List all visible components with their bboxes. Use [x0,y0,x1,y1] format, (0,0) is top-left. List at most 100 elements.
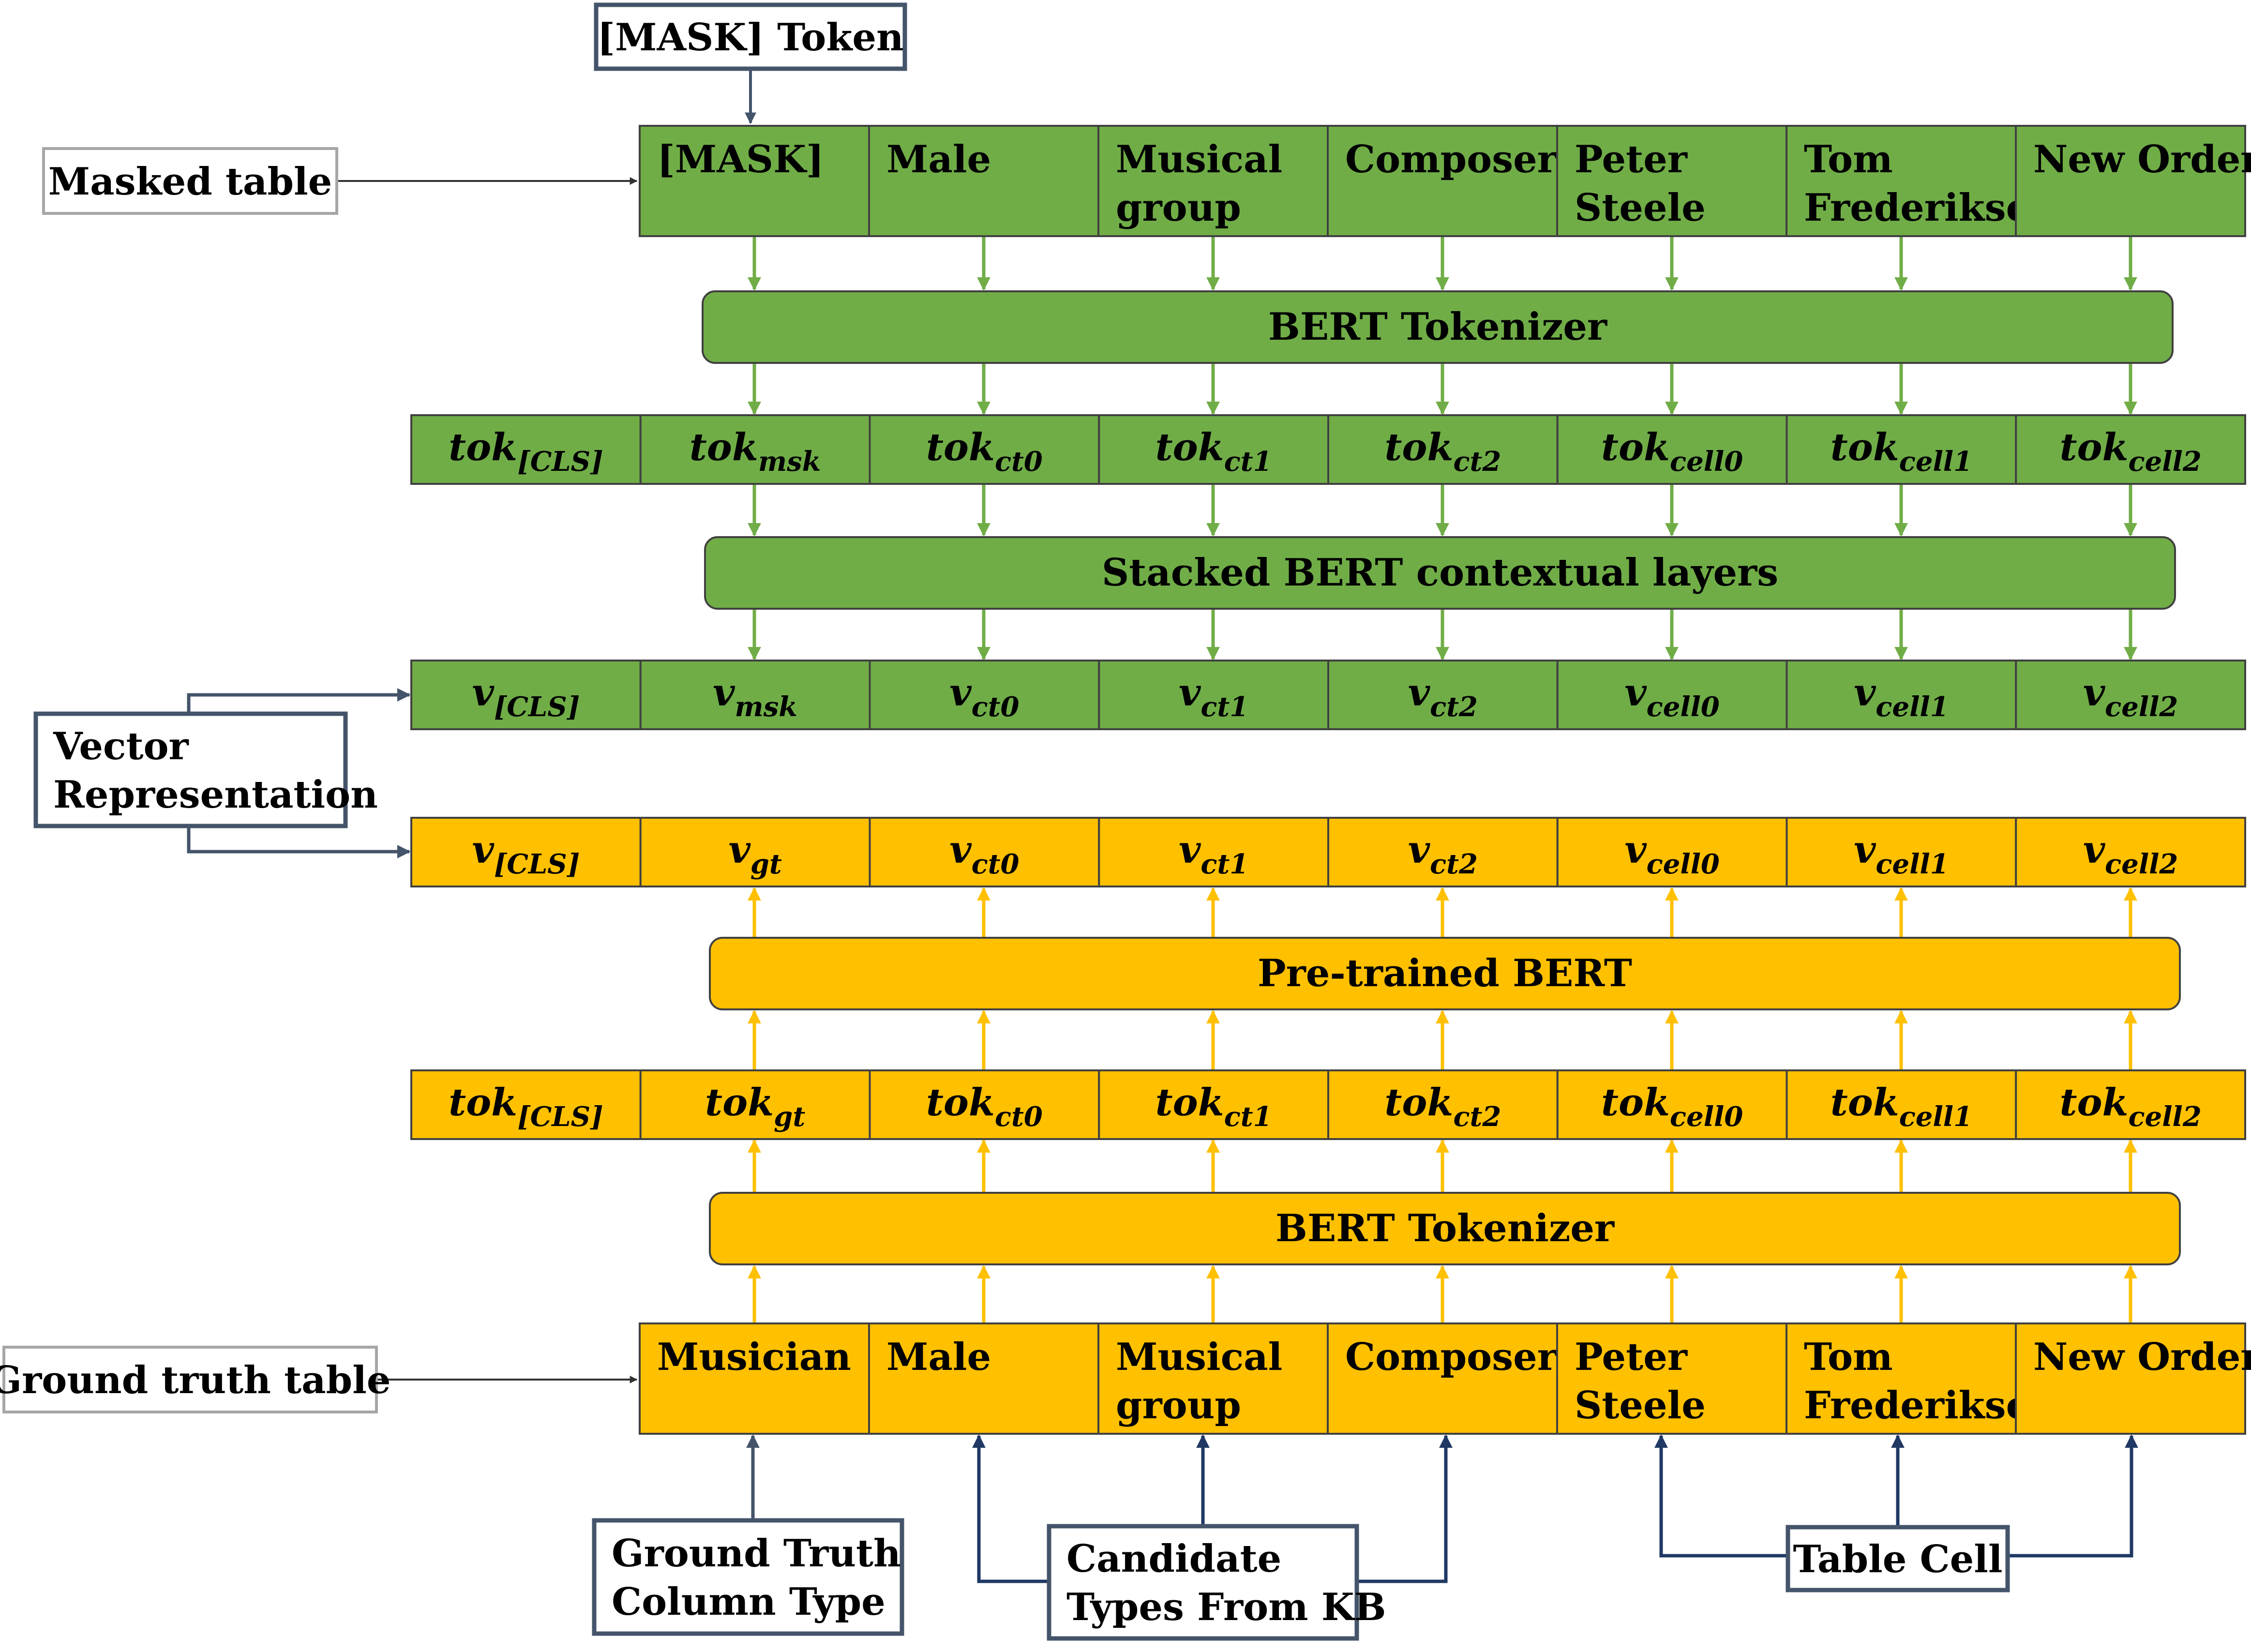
tok-top-row-sub: cell2 [2129,446,2202,478]
tok-bottom-row-cell [1327,1069,1559,1140]
v-bottom-row-base: v [1179,828,1201,872]
candidate-arrow-left [972,1434,1049,1583]
masked-table-cell [2015,125,2246,237]
v-top-row-cell [1098,660,1329,730]
ground-truth-column-type-box-text-line: Ground Truth [612,1532,901,1576]
tok-bottom-row-base: tok [1831,1081,1899,1125]
ground-truth-table-cell-text-line: Composer [1345,1335,1558,1379]
v-top-row-base: v [949,671,972,715]
v-top-row-cell [2015,660,2246,730]
v-bottom-row-cell [1786,817,2017,887]
pretrained-bert-bar [709,937,2181,1010]
table-cell-box [1786,1525,2010,1592]
v-bottom-row-label: vcell1 [1854,828,1949,880]
stacked-bert-bar-label: Stacked BERT contextual layers [1102,551,1778,595]
tok-bottom-row-sub: gt [774,1101,805,1133]
masked-table-cell [639,125,870,237]
bert-tokenizer-top-bar-label: BERT Tokenizer [1268,305,1607,349]
ground-truth-table-cell [868,1322,1099,1435]
ground-truth-column-type-box [592,1518,904,1636]
tok-bottom-row-base: tok [926,1081,995,1125]
tok-bottom-row-label: tokcell2 [2059,1081,2201,1133]
masked-table-cell-text: [MASK] [657,137,824,181]
v-bottom-row-sub: cell1 [1876,848,1949,880]
tok-top-row-base: tok [926,425,995,469]
tok-top-row-base: tok [1384,425,1453,469]
v-bottom-row-label: vgt [728,828,781,880]
v-top-row-cell [1327,660,1559,730]
tok-top-row-cell [1556,414,1788,485]
masked-table-cell-text: New Order [2033,137,2251,181]
ground-truth-table-cell-text-line: Male [886,1335,991,1379]
v-top-row-label: vcell1 [1854,671,1949,723]
vector-representation-box-text-line: Representation [53,773,378,817]
tok-bottom-row-sub: ct0 [995,1101,1043,1133]
ground-truth-table-cell-text: Musician [657,1335,851,1379]
v-bottom-row-label: vct0 [949,828,1019,880]
v-bottom-row-sub: ct0 [972,848,1020,880]
tok-bottom-row-sub: ct2 [1453,1101,1501,1133]
mask-token-box-text: [MASK] Token [597,15,903,60]
v-bottom-row-sub: cell2 [2105,848,2178,880]
connector-arrows [187,69,2138,1583]
v-top-row-base: v [1179,671,1201,715]
masked-table-cell-text-line: group [1116,186,1241,230]
v-top-row-base: v [2083,671,2106,715]
ground-truth-table-cell-text-line: Musical [1116,1335,1282,1379]
masked-table-label [42,147,338,215]
v-bottom-row-sub: cell0 [1647,848,1720,880]
tok-top-row-sub: ct0 [995,446,1043,478]
tok-top-row-base: tok [1156,425,1224,469]
v-bottom-row-cell [1098,817,1329,887]
tok-top-row-sub: [CLS] [517,446,603,478]
v-bottom-row-base: v [728,828,751,872]
masked-table-cell [1327,125,1558,237]
tok-top-row-label: tokct0 [926,425,1043,478]
v-bottom-row-label: v[CLS] [472,828,580,880]
tok-bottom-row-base: tok [449,1081,517,1125]
table-cell-box-text: Table Cell [1793,1537,2002,1581]
tok-bottom-row-label: tokct0 [926,1081,1043,1133]
tok-top-row-base: tok [449,425,517,469]
v-top-row-cell [1556,660,1788,730]
candidate-types-box-text-line: Types From KB [1066,1585,1386,1629]
v-bottom-row-cell [639,817,871,887]
v-bottom-row-cell [410,817,642,887]
v-bottom-row-label: vcell0 [1624,828,1720,880]
candidate-types-box-text-line: Candidate [1066,1537,1281,1581]
tok-bottom-row-cell [1556,1069,1788,1140]
v-bottom-row-base: v [1624,828,1647,872]
v-top-row-cell [410,660,642,730]
tok-top-row-sub: msk [758,446,821,478]
tok-bottom-row-label: tok[CLS] [449,1081,603,1133]
tok-top-row-label: tokcell1 [1831,425,1972,478]
tok-top-row-cell [1098,414,1329,485]
table-cell-arrow-left [1654,1434,1788,1558]
tok-bottom-row-base: tok [2059,1081,2128,1125]
tok-top-row-label: tokcell2 [2059,425,2201,478]
v-top-row-label: vcell2 [2083,671,2178,723]
ground-truth-table-cell-text-line: New Order [2033,1335,2251,1379]
tok-bottom-row-cell [410,1069,642,1140]
ground-truth-table-cell-text-line: Tom [1804,1335,1893,1379]
v-bottom-row-sub: [CLS] [494,848,580,880]
bert-tokenizer-bottom-bar [709,1192,2181,1265]
tok-top-row-cell [639,414,871,485]
tok-top-row-cell [869,414,1100,485]
candidate-arrow-right [1357,1434,1453,1583]
vector-arrow-top [187,688,411,714]
ground-truth-table-cell [639,1322,870,1435]
v-top-row-base: v [1624,671,1647,715]
tok-bottom-row-sub: cell1 [1899,1101,1972,1133]
ground-truth-table-cell-text-line: Steele [1575,1383,1706,1427]
v-top-row-label: vct1 [1179,671,1248,723]
v-top-row-label: vct2 [1408,671,1478,723]
vector-arrow-bottom [187,826,411,858]
